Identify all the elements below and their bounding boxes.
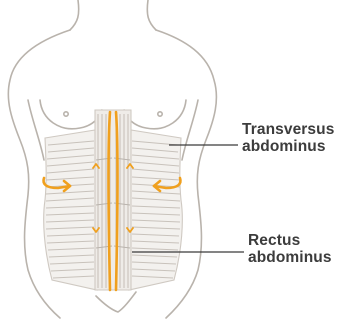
abdominal-muscle-illustration [44,110,183,290]
transversus-label-line2: abdominus [242,138,334,155]
rectus-label: Rectus abdominus [248,232,332,266]
transversus-label-line1: Transversus [242,121,334,138]
rectus-label-line1: Rectus [248,232,332,249]
transversus-label: Transversus abdominus [242,121,334,155]
rectus-label-line2: abdominus [248,249,332,266]
